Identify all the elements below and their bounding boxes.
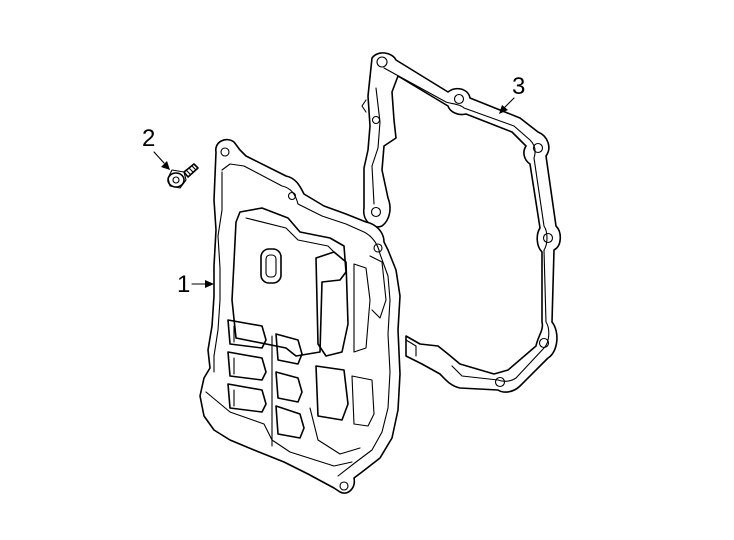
- callout-1: 1: [177, 271, 214, 298]
- callout-1-label: 1: [177, 271, 190, 298]
- callout-3-label: 3: [512, 73, 525, 100]
- arrow-down-right-icon: [161, 161, 170, 170]
- callout-2-label: 2: [142, 125, 155, 152]
- callout-3: 3: [499, 73, 525, 114]
- callout-2: 2: [142, 125, 170, 170]
- arrow-down-left-icon: [499, 105, 508, 114]
- bolt[interactable]: [167, 163, 199, 189]
- arrow-right-icon: [205, 280, 214, 288]
- gasket[interactable]: [361, 52, 562, 393]
- oil-pan[interactable]: [199, 138, 401, 494]
